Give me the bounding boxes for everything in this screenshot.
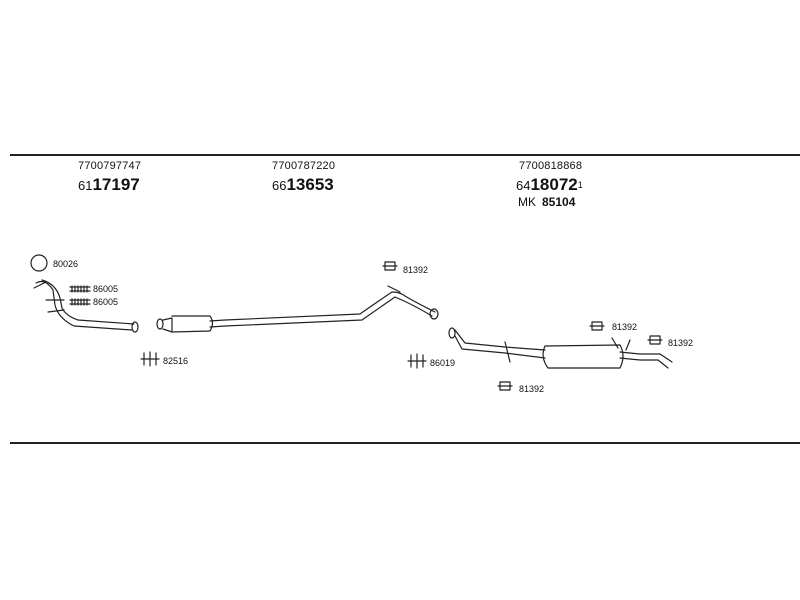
part-code: 17197 [92,175,140,194]
oem-number-middle-pipe: 7700787220 [272,160,336,172]
hanger-rear-b-icon [647,335,663,345]
oem-number-front-pipe: 7700797747 [78,160,142,172]
hanger-mid-icon [382,261,398,271]
bottom-divider [10,442,800,444]
middle-pipe [156,285,439,333]
hanger-rear-a-icon [589,321,605,331]
top-divider [10,154,800,156]
gasket-ring [30,254,48,272]
front-pipe [33,279,139,333]
label-spring-a: 86005 [93,284,119,294]
part-number-rear-silencer: 64180721 [516,176,583,195]
part-code: 13653 [286,175,334,194]
clamp-front-icon [140,351,160,367]
mk-prefix: MK [518,195,536,209]
part-prefix: 66 [272,178,287,193]
part-number-front-pipe: 6117197 [78,176,140,195]
oem-number-rear-silencer: 7700818868 [519,160,583,172]
label-hanger-rear-b: 81392 [668,338,694,348]
label-spring-b: 86005 [93,297,119,307]
label-gasket: 80026 [53,259,79,269]
mounting-kit-number: MK 85104 [518,195,575,209]
rear-silencer [448,327,673,369]
label-hanger-rear-a: 81392 [612,322,638,332]
part-prefix: 64 [516,178,531,193]
mk-code: 85104 [542,195,576,209]
label-clamp-front: 82516 [163,356,189,366]
label-clamp-mid: 86019 [430,358,456,368]
label-hanger-mid: 81392 [403,265,429,275]
spring-bolt-a [69,285,91,293]
part-prefix: 61 [78,178,93,193]
spring-bolt-b [69,298,91,306]
label-hanger-rear-low: 81392 [519,384,545,394]
part-number-middle-pipe: 6613653 [272,176,334,195]
part-suffix: 1 [577,180,583,190]
part-code: 18072 [530,175,578,194]
hanger-rear-low-icon [497,381,513,391]
clamp-mid-icon [407,353,427,369]
